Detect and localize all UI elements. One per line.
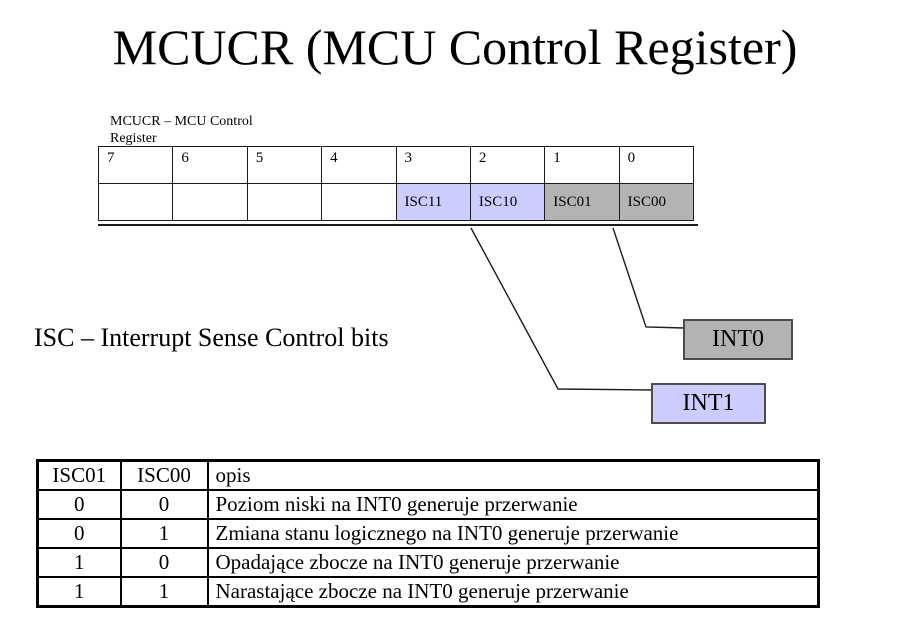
description-cell: Narastające zbocze na INT0 generuje prze…	[206, 576, 820, 608]
isc01-value: 0	[36, 518, 122, 549]
truth-table-header-opis: opis	[206, 459, 820, 491]
table-row: 1 0 Opadające zbocze na INT0 generuje pr…	[36, 547, 820, 578]
register-bit-name: ISC11	[395, 183, 471, 221]
isc00-value: 0	[119, 489, 209, 520]
isc00-value: 1	[119, 576, 209, 608]
register-label: MCUCR – MCU Control Register	[110, 114, 253, 146]
isc00-value: 0	[119, 547, 209, 578]
register-bit-name	[246, 183, 323, 221]
register-bit-name	[97, 183, 174, 221]
isc-note: ISC – Interrupt Sense Control bits	[34, 323, 389, 352]
register-bit-name: ISC01	[544, 183, 620, 221]
isc01-value: 1	[36, 576, 122, 608]
isc00-value: 1	[119, 518, 209, 549]
connector-line-int0	[612, 227, 685, 329]
int0-callout-box: INT0	[683, 319, 793, 360]
table-row: 0 0 Poziom niski na INT0 generuje przerw…	[36, 489, 820, 520]
register-bit-name: ISC00	[618, 183, 695, 221]
isc01-value: 1	[36, 547, 122, 578]
register-bit-number-row: 7 6 5 4 3 2 1 0	[97, 146, 695, 184]
description-cell: Zmiana stanu logicznego na INT0 generuje…	[206, 518, 820, 549]
description-cell: Opadające zbocze na INT0 generuje przerw…	[206, 547, 820, 578]
register-table: 7 6 5 4 3 2 1 0 ISC11 ISC10 ISC01 ISC00	[97, 146, 695, 221]
register-bit-number: 1	[544, 146, 620, 184]
register-bit-name	[172, 183, 248, 221]
table-row: 0 1 Zmiana stanu logicznego na INT0 gene…	[36, 518, 820, 549]
register-bit-number: 6	[172, 146, 248, 184]
page-title: MCUCR (MCU Control Register)	[112, 19, 798, 75]
isc01-value: 0	[36, 489, 122, 520]
register-bit-number: 3	[395, 146, 471, 184]
description-cell: Poziom niski na INT0 generuje przerwanie	[206, 489, 820, 520]
truth-table-header-row: ISC01 ISC00 opis	[36, 459, 820, 491]
register-bit-name	[321, 183, 397, 221]
register-baseline-rule	[98, 224, 698, 226]
register-bit-number: 4	[321, 146, 397, 184]
register-bit-number: 7	[97, 146, 174, 184]
register-bit-name: ISC10	[469, 183, 546, 221]
connector-line-int1	[470, 227, 652, 391]
table-row: 1 1 Narastające zbocze na INT0 generuje …	[36, 576, 820, 608]
register-bit-number: 0	[618, 146, 695, 184]
truth-table: ISC01 ISC00 opis 0 0 Poziom niski na INT…	[36, 459, 820, 608]
register-bit-number: 2	[469, 146, 546, 184]
truth-table-header-isc01: ISC01	[36, 459, 122, 491]
truth-table-header-isc00: ISC00	[119, 459, 209, 491]
register-bit-number: 5	[246, 146, 323, 184]
int1-callout-box: INT1	[651, 383, 766, 424]
register-bit-name-row: ISC11 ISC10 ISC01 ISC00	[97, 183, 695, 221]
